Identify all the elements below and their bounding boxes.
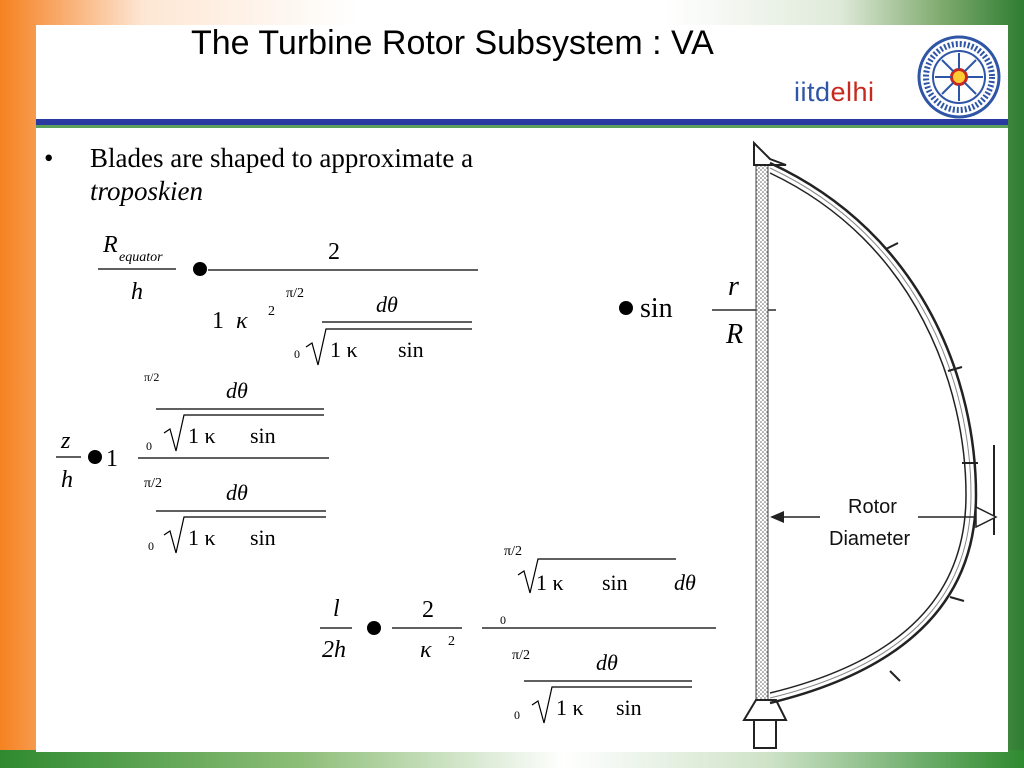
- eq3-top-lower-limit: 0: [146, 439, 152, 453]
- eq4-bottom-root-text: 1 κ: [556, 695, 584, 720]
- eq4-top-dtheta: dθ: [674, 570, 696, 595]
- equation-height-ratio: z h 1 π/2 dθ 0 1 κ sin π/2 dθ 0 1 κ sin: [56, 370, 329, 554]
- eq4-kappa: κ: [420, 637, 432, 663]
- eq1-den-one: 1: [212, 308, 224, 334]
- equation-equator-radius: R equator h 2 1 κ 2 π/2 0 dθ 1 κ sin: [98, 232, 478, 366]
- eq4-bottom-integrand-numerator: dθ: [596, 650, 618, 675]
- equations-layer: R equator h 2 1 κ 2 π/2 0 dθ 1 κ sin sin…: [56, 232, 776, 724]
- eq1-integrand-numerator: dθ: [376, 292, 398, 317]
- eq2-equals-mark: [619, 301, 633, 315]
- eq4-top-sin: sin: [602, 570, 628, 595]
- bullet-text-main: Blades are shaped to approximate a: [90, 143, 474, 173]
- bullet-marker: •: [44, 143, 54, 173]
- eq1-lhs-denominator: h: [131, 279, 143, 305]
- eq1-top-numerator: 2: [328, 239, 340, 265]
- eq3-top-integrand-numerator: dθ: [226, 378, 248, 403]
- iit-delhi-wordmark: iitdelhi: [794, 77, 875, 108]
- base-mount: [753, 719, 777, 749]
- title-rule: [36, 119, 1008, 125]
- blade-joint-marks: [885, 242, 995, 682]
- eq1-upper-limit: π/2: [286, 286, 304, 301]
- eq1-sin: sin: [398, 337, 424, 362]
- diameter-label-line2: Diameter: [829, 528, 910, 550]
- eq4-equals-mark: [367, 621, 381, 635]
- blade-center-line: [769, 167, 972, 699]
- eq2-sin: sin: [640, 293, 673, 324]
- eq3-bottom-root-text: 1 κ: [188, 525, 216, 550]
- eq3-bottom-upper-limit: π/2: [144, 476, 162, 491]
- eq2-r: r: [728, 271, 739, 302]
- eq3-one: 1: [106, 446, 118, 472]
- eq3-lhs-denominator: h: [61, 467, 73, 493]
- eq4-lhs-denominator: 2h: [322, 637, 346, 663]
- diameter-label-line1: Rotor: [848, 496, 897, 518]
- eq3-equals-mark: [88, 450, 102, 464]
- title-rule-accent: [36, 125, 1008, 128]
- slide-title: The Turbine Rotor Subsystem : VA: [191, 25, 714, 62]
- eq4-top-lower-limit: 0: [500, 613, 506, 627]
- eq3-bottom-sin: sin: [250, 525, 276, 550]
- diameter-arrow-right-head: [975, 505, 998, 529]
- eq3-bottom-integrand-numerator: dθ: [226, 480, 248, 505]
- footer-band: [0, 750, 1024, 768]
- eq1-sqrt-sign: [305, 328, 472, 366]
- eq4-lhs-numerator: l: [333, 596, 340, 622]
- eq3-bottom-lower-limit: 0: [148, 539, 154, 553]
- eq4-bottom-upper-limit: π/2: [512, 648, 530, 663]
- eq1-lhs-subscript: equator: [119, 250, 163, 265]
- bullet-text-emphasis: troposkien: [90, 176, 203, 206]
- wordmark-part2: elhi: [830, 77, 875, 107]
- rotor-blade-figure: Rotor Diameter: [742, 140, 998, 749]
- eq4-top-sqrt-sign: [517, 558, 676, 594]
- eq4-bottom-sin: sin: [616, 695, 642, 720]
- eq3-top-root-text: 1 κ: [188, 423, 216, 448]
- blade-inner-edge: [769, 172, 967, 694]
- eq4-bottom-lower-limit: 0: [514, 708, 520, 722]
- equation-radius-ratio: sin r R: [619, 271, 776, 350]
- eq4-exponent: 2: [448, 634, 455, 649]
- eq1-root-text: 1 κ: [330, 337, 358, 362]
- bottom-hub: [742, 699, 788, 721]
- diameter-arrow-left-head: [770, 511, 784, 523]
- equation-blade-length: l 2h 2 κ 2 π/2 1 κ sin dθ 0 π/2 dθ 0 1 κ…: [320, 544, 716, 724]
- eq3-top-sin: sin: [250, 423, 276, 448]
- eq4-top-root-text: 1 κ: [536, 570, 564, 595]
- eq3-bottom-sqrt-sign: [163, 516, 326, 554]
- eq3-top-sqrt-sign: [163, 414, 324, 452]
- eq3-lhs-numerator: z: [60, 428, 71, 454]
- iit-delhi-seal-icon: [917, 35, 1001, 119]
- eq4-two: 2: [422, 597, 434, 623]
- top-hub: [753, 140, 787, 166]
- bullet-text: Blades are shaped to approximate a tropo…: [90, 142, 610, 208]
- slide-canvas: The Turbine Rotor Subsystem : VA iitdelh…: [36, 25, 1008, 752]
- eq1-equals-mark: [193, 262, 207, 276]
- eq1-lower-limit: 0: [294, 347, 300, 361]
- eq1-lhs-numerator: R: [102, 232, 118, 258]
- eq1-exponent: 2: [268, 304, 275, 319]
- eq3-top-upper-limit: π/2: [144, 370, 159, 384]
- eq4-bottom-sqrt-sign: [531, 686, 692, 724]
- blade-outer-edge: [769, 161, 978, 705]
- eq2-R: R: [725, 319, 743, 350]
- eq1-kappa: κ: [236, 308, 248, 334]
- tower-shaft: [755, 164, 769, 726]
- wordmark-part1: iitd: [794, 77, 831, 107]
- eq4-top-upper-limit: π/2: [504, 544, 522, 559]
